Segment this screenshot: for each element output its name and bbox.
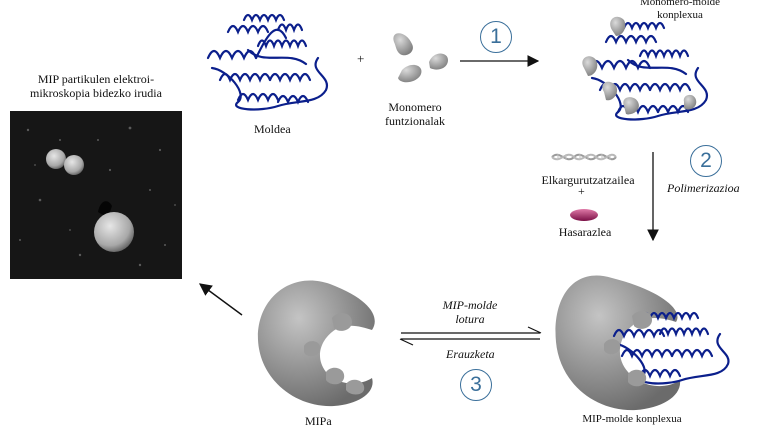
arrow-extraction [399, 338, 540, 346]
template-label: Moldea [254, 122, 291, 136]
crosslinker-icon [551, 153, 617, 161]
mip-complex-label: MIP-molde konplexua [582, 413, 682, 425]
crosslinker-label: Elkargurutzatzailea [541, 173, 635, 187]
monomers-label: Monomero funtzionalak [385, 100, 445, 128]
initiator-icon [570, 209, 598, 221]
template-protein [206, 13, 329, 111]
arrow-to-sem [198, 283, 243, 316]
sem-particle [94, 212, 134, 252]
sem-particle [64, 155, 84, 175]
polymerization-label: Polimerizazioa [667, 181, 740, 195]
binding-label: MIP-molde lotura [442, 298, 498, 326]
initiator-label: Hasarazlea [558, 225, 612, 239]
sem-particle [46, 149, 66, 169]
step-3-badge: 3 [460, 369, 492, 401]
mip-template-complex [555, 275, 730, 411]
functional-monomers [393, 33, 448, 83]
mip-label: MIPa [305, 414, 332, 428]
sem-image [10, 111, 182, 279]
mip-polymer [257, 280, 375, 407]
arrow-binding [401, 326, 542, 334]
sem-caption: MIP partikulen elektroi- mikroskopia bid… [30, 72, 162, 100]
extraction-label: Erauzketa [446, 347, 495, 361]
plus-sign-top: + [357, 51, 365, 66]
step-1-badge: 1 [480, 21, 512, 53]
plus-sign-middle: + [578, 184, 585, 198]
monomer-template-complex [582, 16, 709, 121]
complex-label: Monomero-molde konplexua [639, 0, 721, 21]
step-2-badge: 2 [690, 145, 722, 177]
